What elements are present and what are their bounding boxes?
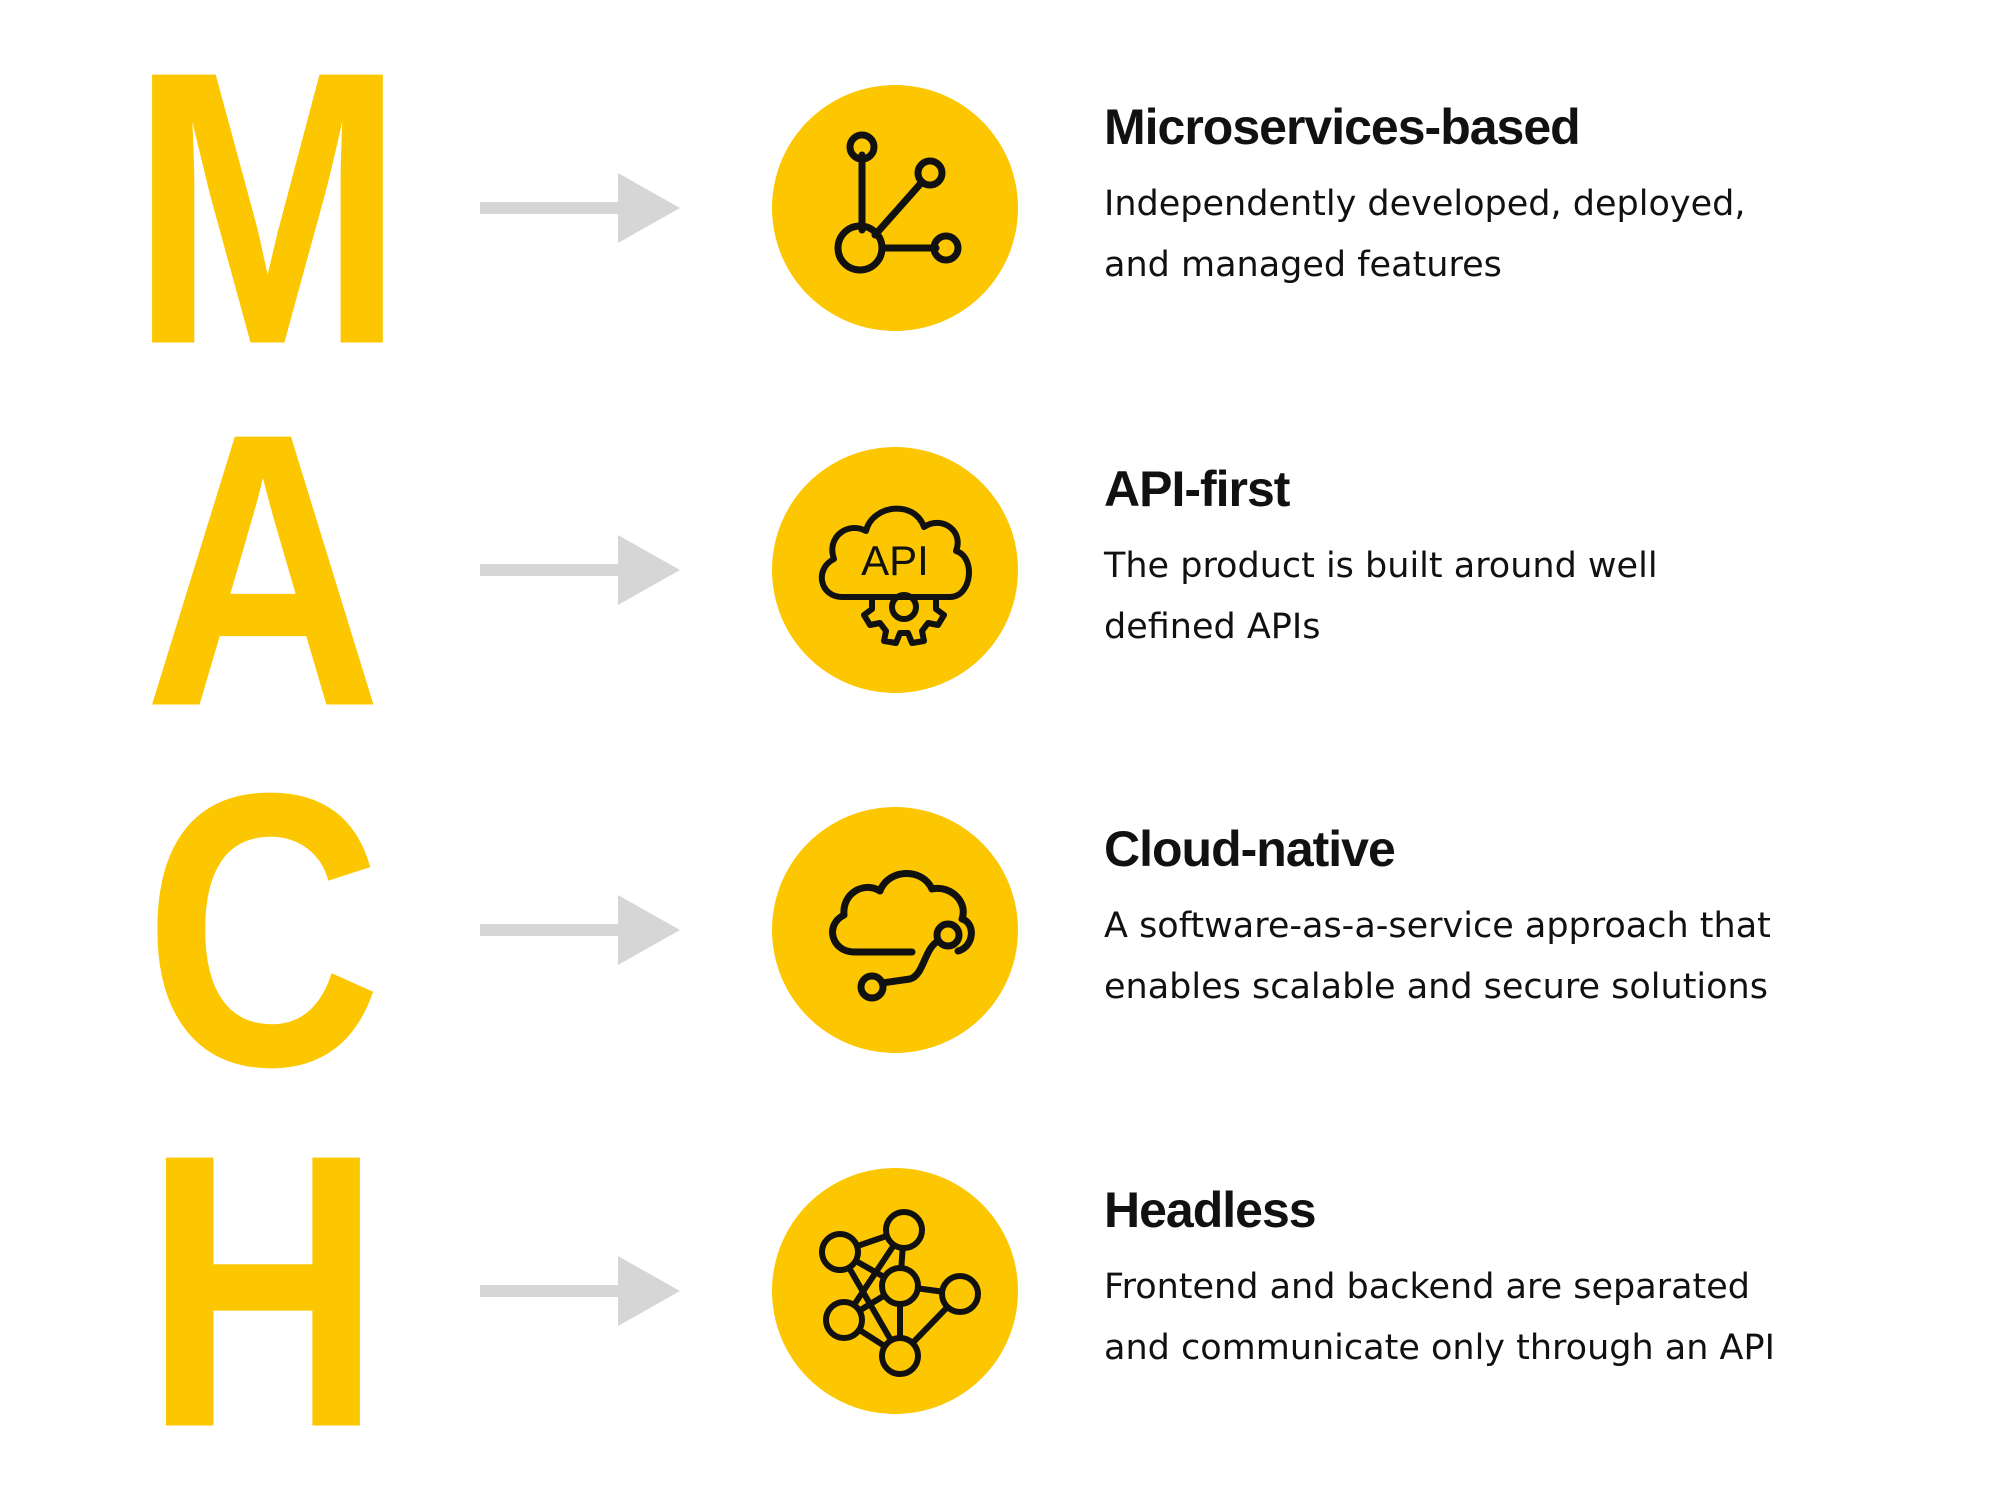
feature-title: Headless	[1104, 1182, 1317, 1238]
headless-text: Headless Frontend and backend are separa…	[1104, 1179, 1964, 1379]
mach-row-microservices: M Microservices-based Independently deve…	[0, 13, 2000, 402]
letter-c: C	[143, 711, 382, 1148]
microservices-icon-circle	[772, 85, 1018, 331]
feature-title: API-first	[1104, 461, 1290, 517]
letter-a: A	[143, 351, 382, 788]
api-first-text: API-first The product is built around we…	[1104, 458, 1964, 658]
feature-description-line: Independently developed, deployed,	[1104, 184, 1746, 224]
cloud-native-text: Cloud-native A software-as-a-service app…	[1104, 818, 1964, 1018]
api-icon-label: API	[861, 537, 929, 584]
feature-description-line: and managed features	[1104, 245, 1502, 285]
cloud-connection-icon	[829, 870, 975, 1002]
feature-title: Cloud-native	[1104, 821, 1396, 877]
mach-row-api-first: A API API-first The product is built aro…	[0, 375, 2000, 764]
headless-icon-circle	[772, 1168, 1018, 1414]
mach-row-cloud-native: C Cloud-native A software-as-a-service a…	[0, 735, 2000, 1124]
right-arrow-icon	[480, 1256, 680, 1326]
feature-description-line: A software-as-a-service approach that	[1104, 906, 1771, 946]
feature-description-line: Frontend and backend are separated	[1104, 1267, 1751, 1307]
letter-m: M	[130, 0, 405, 426]
api-icon-circle: API	[772, 447, 1018, 693]
mach-row-headless: H Headless Frontend and backend are sepa…	[0, 1096, 2000, 1485]
cloud-native-icon-circle	[772, 807, 1018, 1053]
feature-description-line: enables scalable and secure solutions	[1104, 967, 1768, 1007]
letter-h: H	[143, 1072, 382, 1509]
right-arrow-icon	[480, 173, 680, 243]
right-arrow-icon	[480, 535, 680, 605]
microservices-text: Microservices-based Independently develo…	[1104, 96, 1964, 296]
network-graph-icon	[819, 1209, 981, 1377]
api-cloud-gear-icon: API	[818, 505, 972, 646]
feature-title: Microservices-based	[1104, 99, 1581, 155]
feature-description-line: The product is built around well	[1104, 546, 1658, 586]
right-arrow-icon	[480, 895, 680, 965]
feature-description-line: defined APIs	[1104, 607, 1321, 647]
feature-description-line: and communicate only through an API	[1104, 1328, 1775, 1368]
microservices-nodes-icon	[834, 131, 962, 274]
